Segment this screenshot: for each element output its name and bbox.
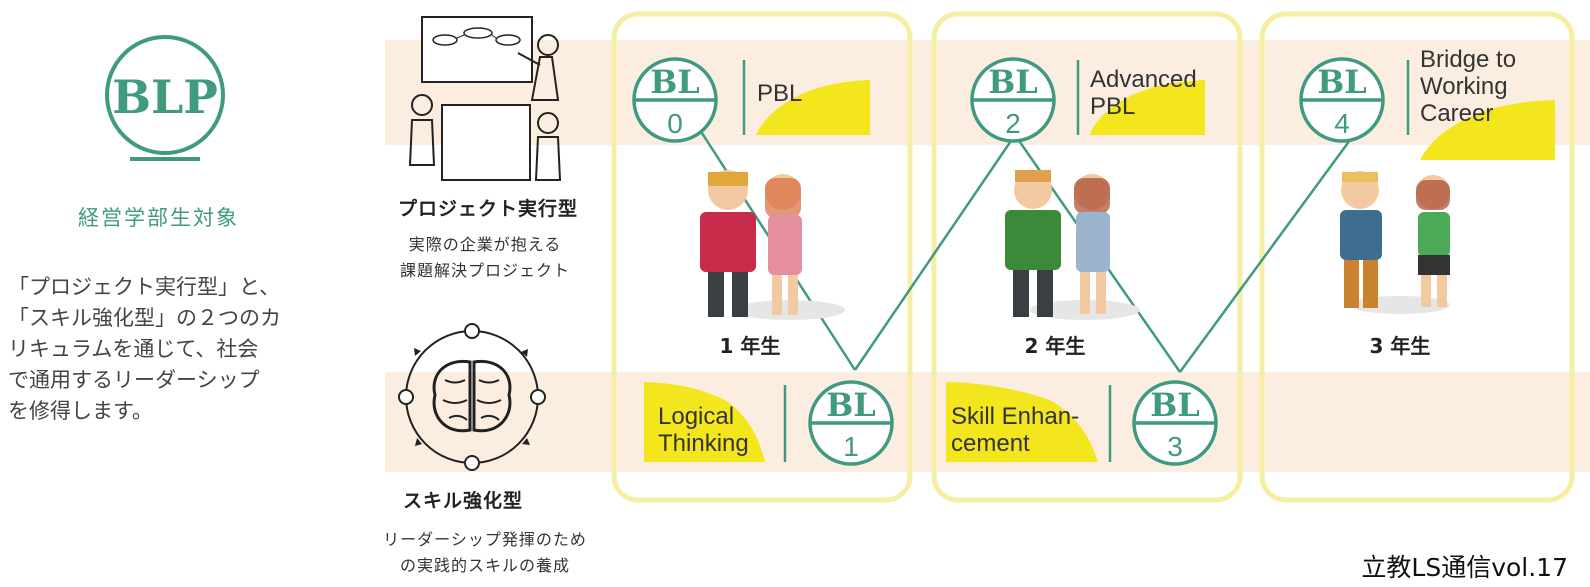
badge-prefix: BL [826,386,876,424]
blp-description-line: で通用するリーダーシップ [8,368,260,392]
project-type-description-line: 実際の企業が抱える [408,235,562,254]
bl3-highlight [946,382,1098,462]
project-meeting-illustration [408,16,562,181]
skill-type-description-line: リーダーシップ発揮のため [383,530,587,549]
badge-level: 4 [1334,108,1350,139]
course-label-line: cement [951,430,1030,457]
blp-description-line: を修得します。 [8,399,153,423]
bl1-badge: BL 1 [808,380,894,466]
badge-separators [742,60,1410,462]
blp-description: 「プロジェクト実行型」と、 「スキル強化型」の２つのカ リキュラムを通じて、社会… [8,272,338,427]
brain-cycle-icon [398,323,546,471]
course-label-line: Working [1420,73,1508,100]
year-1-frame [611,11,913,503]
project-type-description: 実際の企業が抱える 課題解決プロジェクト [355,232,615,284]
year-3-students-illustration [1340,171,1450,314]
course-label-bl0: PBL [757,80,802,107]
course-label-line: Career [1420,100,1494,127]
course-label-bl2: Advanced PBL [1090,66,1197,120]
course-label-line: Thinking [658,430,749,457]
badge-level: 2 [1005,108,1021,139]
skill-type-description-line: の実践的スキルの養成 [399,556,570,575]
year-label-2: 2 年生 [1024,334,1086,358]
bl3-badge: BL 3 [1132,380,1218,466]
bl0-highlight [756,80,870,135]
course-label-bl1: Logical Thinking [658,403,749,457]
bl0-badge: BL 0 [632,57,718,143]
badge-prefix: BL [650,63,700,101]
bl2-highlight [1090,80,1205,135]
badge-level: 1 [843,431,859,462]
project-type-description-line: 課題解決プロジェクト [399,261,570,280]
course-label-bl3: Skill Enhan- cement [951,403,1079,457]
blp-logo-text: BLP [112,70,218,124]
year-label-3: 3 年生 [1369,334,1431,358]
badge-level: 3 [1167,431,1183,462]
blp-description-line: 「プロジェクト実行型」と、 [8,275,281,299]
blp-logo: BLP [105,35,225,161]
course-label-line: PBL [1090,93,1136,120]
blp-description-line: リキュラムを通じて、社会 [8,337,259,361]
year-2-students-illustration [1005,170,1140,320]
bl1-highlight [644,382,765,462]
badge-prefix: BL [988,63,1038,101]
skill-type-title: スキル強化型 [402,490,523,512]
course-label-line: Skill Enhan- [951,403,1080,430]
course-label-line: PBL [757,80,803,107]
course-label-line: Advanced [1090,66,1197,93]
badge-prefix: BL [1150,386,1200,424]
badge-prefix: BL [1317,63,1367,101]
year-1-students-illustration [700,170,845,320]
course-label-line: Logical [658,403,735,430]
badge-level: 0 [667,108,683,139]
skill-type-description: リーダーシップ発揮のため の実践的スキルの養成 [335,527,635,579]
year-label-1: 1 年生 [719,334,781,358]
project-type-title: プロジェクト実行型 [397,198,578,220]
course-label-line: Bridge to [1420,46,1517,73]
publication-credit: 立教LS通信vol.17 [1361,553,1568,582]
bl4-highlight [1420,100,1555,160]
course-label-bl4: Bridge to Working Career [1420,46,1516,127]
bl4-badge: BL 4 [1299,57,1385,143]
blp-description-line: 「スキル強化型」の２つのカ [8,306,281,330]
target-audience-label: 経営学部生対象 [78,206,239,230]
year-2-frame [931,11,1243,503]
year-3-frame [1259,11,1575,503]
bl2-badge: BL 2 [970,57,1056,143]
